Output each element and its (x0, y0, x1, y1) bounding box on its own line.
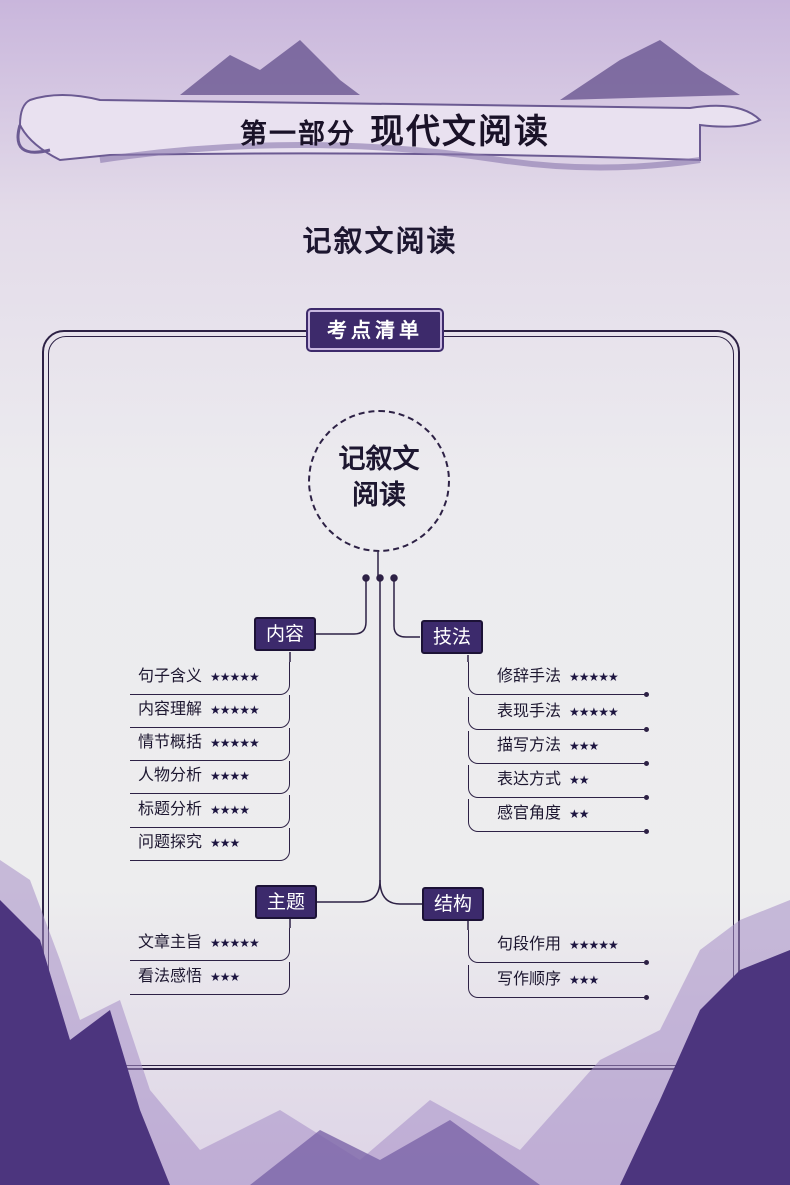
list-item: 问题探究★★★ (130, 828, 290, 861)
list-item: 修辞手法★★★★★ (468, 662, 649, 697)
list-item: 感官角度★★ (468, 799, 649, 834)
node-technique: 技法 (421, 620, 483, 654)
list-item: 描写方法★★★ (468, 731, 649, 766)
center-line-1: 记叙文 (338, 444, 420, 475)
part-title: 第一部分现代文阅读 (0, 104, 790, 153)
center-topic: 记叙文阅读 (308, 410, 450, 552)
banner-decoration (16, 40, 762, 171)
node-structure: 结构 (422, 887, 484, 921)
list-item: 标题分析★★★★ (130, 795, 290, 828)
part-label: 第一部分 (240, 119, 356, 150)
list-item: 文章主旨★★★★★ (130, 928, 290, 961)
section-title: 记叙文阅读 (302, 224, 458, 258)
list-item: 表现手法★★★★★ (468, 697, 649, 732)
list-item: 内容理解★★★★★ (130, 695, 290, 728)
list-item: 情节概括★★★★★ (130, 728, 290, 761)
center-line-2: 阅读 (352, 480, 406, 511)
list-item: 句子含义★★★★★ (130, 662, 290, 695)
list-item: 人物分析★★★★ (130, 761, 290, 794)
key-points-tag: 考点清单 (306, 308, 444, 352)
list-item: 句段作用★★★★★ (468, 930, 649, 965)
list-item: 看法感悟★★★ (130, 962, 290, 995)
node-content: 内容 (254, 617, 316, 651)
node-theme: 主题 (255, 885, 317, 919)
list-item: 写作顺序★★★ (468, 965, 649, 1000)
part-name: 现代文阅读 (370, 112, 550, 152)
mountain-decoration (0, 860, 790, 1185)
list-item: 表达方式★★ (468, 765, 649, 800)
